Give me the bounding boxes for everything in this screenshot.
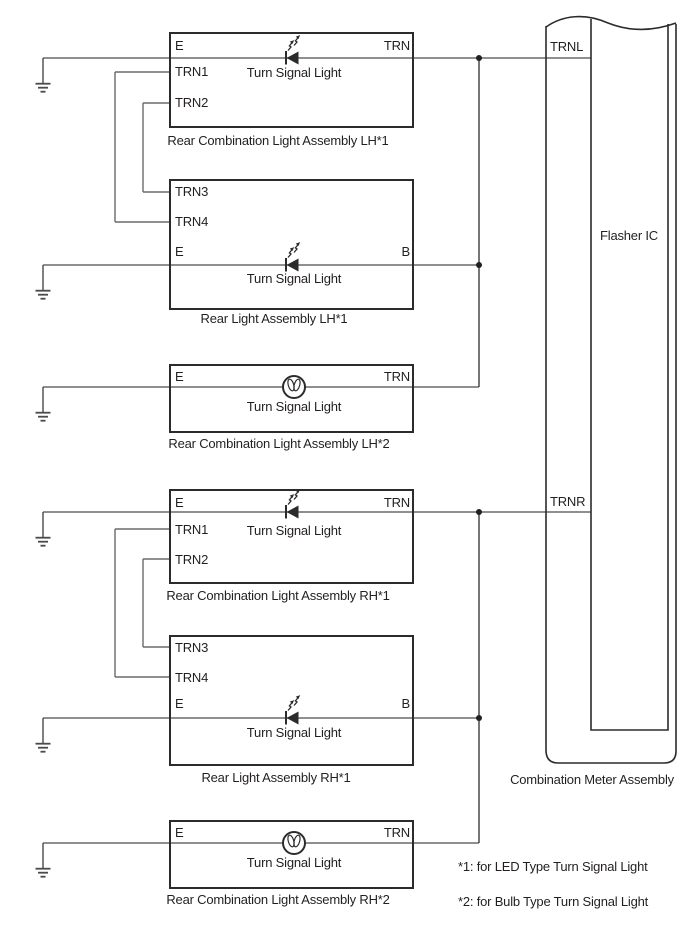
box3-caption: Rear Combination Light Assembly LH*2 (168, 436, 390, 451)
led-turn-signal-icon (286, 695, 300, 724)
led-turn-signal-icon (286, 35, 300, 64)
box4-terminal-trn: TRN (383, 495, 410, 510)
wires (43, 57, 591, 844)
ground-icon (34, 386, 52, 422)
box-rear-light-rh1 (169, 635, 414, 766)
box-rear-combination-lh1 (169, 32, 414, 128)
box-rear-combination-lh2 (169, 364, 414, 433)
box-rear-combination-rh1 (169, 489, 414, 584)
meter-assembly-outline (545, 15, 677, 764)
meter-terminal-trnr: TRNR (550, 494, 586, 509)
box4-terminal-trn2: TRN2 (175, 552, 209, 567)
flasher-ic-label: Flasher IC (600, 228, 658, 243)
box1-terminal-e: E (175, 38, 184, 53)
box4-terminal-trn1: TRN1 (175, 522, 209, 537)
bulb-turn-signal-icon (282, 375, 306, 399)
box1-terminal-trn2: TRN2 (175, 95, 209, 110)
meter-outer-box (545, 24, 677, 764)
ground-icon (34, 511, 52, 547)
box2-terminal-trn3: TRN3 (175, 184, 209, 199)
box6-component-label: Turn Signal Light (246, 855, 342, 870)
box-rear-combination-rh2 (169, 820, 414, 889)
junction-dot (476, 715, 482, 721)
junction-dot (476, 262, 482, 268)
box3-terminal-e: E (175, 369, 184, 384)
box4-terminal-e: E (175, 495, 184, 510)
ground-icon (34, 57, 52, 93)
box6-terminal-e: E (175, 825, 184, 840)
box4-caption: Rear Combination Light Assembly RH*1 (166, 588, 390, 603)
led-turn-signal-icon (286, 242, 300, 271)
box5-terminal-e: E (175, 696, 184, 711)
meter-terminal-trnl: TRNL (550, 39, 584, 54)
flasher-ic-box (590, 19, 669, 731)
junction-dot (476, 55, 482, 61)
ground-icons (34, 57, 52, 878)
box5-terminal-trn4: TRN4 (175, 670, 209, 685)
box2-component-label: Turn Signal Light (246, 271, 342, 286)
box5-terminal-trn3: TRN3 (175, 640, 209, 655)
box3-terminal-trn: TRN (383, 369, 410, 384)
box6-terminal-trn: TRN (383, 825, 410, 840)
box1-terminal-trn1: TRN1 (175, 64, 209, 79)
assembly-boxes (169, 32, 414, 889)
junction-dots (476, 55, 482, 721)
meter-caption: Combination Meter Assembly (510, 772, 674, 787)
box2-caption: Rear Light Assembly LH*1 (200, 311, 348, 326)
box4-component-label: Turn Signal Light (246, 523, 342, 538)
box2-terminal-trn4: TRN4 (175, 214, 209, 229)
box1-caption: Rear Combination Light Assembly LH*1 (167, 133, 389, 148)
box5-terminal-b: B (401, 696, 411, 711)
junction-dot (476, 509, 482, 515)
bulb-turn-signal-icon (282, 831, 306, 855)
box6-caption: Rear Combination Light Assembly RH*2 (166, 892, 390, 907)
break-wave-line (545, 15, 677, 31)
box5-component-label: Turn Signal Light (246, 725, 342, 740)
box1-component-label: Turn Signal Light (246, 65, 342, 80)
box2-terminal-e: E (175, 244, 184, 259)
box5-caption: Rear Light Assembly RH*1 (201, 770, 351, 785)
box3-component-label: Turn Signal Light (246, 399, 342, 414)
footnote-bulb-type: *2: for Bulb Type Turn Signal Light (458, 894, 649, 909)
led-turn-signal-icon (286, 489, 300, 518)
box-rear-light-lh1 (169, 179, 414, 310)
ground-icon (34, 717, 52, 753)
ground-icon (34, 842, 52, 878)
box2-terminal-b: B (401, 244, 411, 259)
box1-terminal-trn: TRN (383, 38, 410, 53)
ground-icon (34, 264, 52, 300)
footnote-led-type: *1: for LED Type Turn Signal Light (458, 859, 648, 874)
